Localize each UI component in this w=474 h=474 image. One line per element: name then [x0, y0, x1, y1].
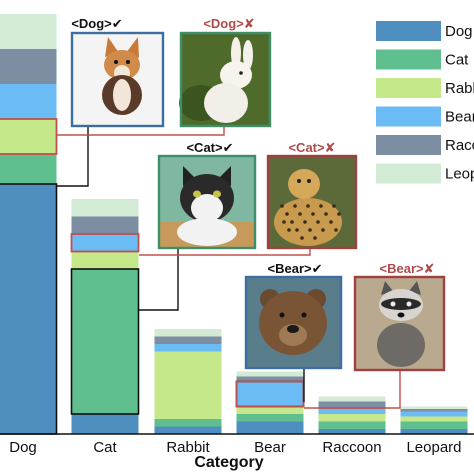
bar-raccoon-raccoon: [318, 401, 386, 409]
bar-cat-cat: [71, 269, 139, 414]
bar-raccoon-leopard: [318, 396, 386, 402]
bar-leopard-leopard: [400, 406, 468, 409]
outline-cat: [70, 268, 140, 415]
legend-label-raccoon: Racc: [445, 137, 474, 154]
bar-dog-cat: [0, 154, 57, 184]
bar-bear-cat: [236, 414, 304, 422]
legend-label-rabbit: Rabb: [445, 80, 474, 97]
bar-rabbit-dog: [154, 426, 222, 434]
legend-label-leopard: Leop: [445, 166, 474, 183]
bar-leopard-raccoon: [400, 409, 468, 412]
x-tick-raccoon: Raccoon: [322, 439, 381, 456]
x-tick-dog: Dog: [9, 439, 37, 456]
bar-raccoon-cat: [318, 421, 386, 429]
bar-raccoon-bear: [318, 409, 386, 414]
bar-leopard-cat: [400, 421, 468, 429]
bar-cat-raccoon: [71, 216, 139, 234]
bar-leopard-rabbit: [400, 416, 468, 422]
corgi-photo: [70, 31, 165, 128]
bar-bear-dog: [236, 421, 304, 434]
bar-rabbit-cat: [154, 419, 222, 427]
cheetah-photo: [266, 154, 358, 250]
bar-rabbit-raccoon: [154, 336, 222, 344]
link-bear-wrong: [304, 370, 401, 409]
raccoon-photo: [353, 275, 446, 372]
bar-dog-rabbit: [0, 119, 57, 154]
bar-rabbit-rabbit: [154, 351, 222, 419]
connector-lines: [57, 125, 401, 409]
tag-dog-true: <Dog>✔: [71, 16, 122, 31]
legend-label-dog: Dog: [445, 23, 473, 40]
x-tick-rabbit: Rabbit: [166, 439, 210, 456]
tag-cat-true: <Cat>✔: [186, 140, 233, 155]
bar-bear-bear: [236, 381, 304, 407]
bar-raccoon-rabbit: [318, 414, 386, 422]
bar-rabbit-leopard: [154, 329, 222, 337]
bar-rabbit-bear: [154, 344, 222, 352]
tag-bear-true: <Bear>✔: [268, 261, 323, 276]
legend-swatch-cat: [376, 49, 441, 70]
legend: DogCatRabbBearRaccLeop: [376, 21, 474, 184]
bear-photo: [244, 275, 343, 370]
bar-dog-bear: [0, 84, 57, 119]
x-tick-labels: Dog Cat Rabbit Bear Raccoon Leopard: [9, 439, 461, 456]
legend-swatch-dog: [376, 21, 441, 41]
bar-dog-dog: [0, 184, 57, 434]
bar-leopard-bear: [400, 411, 468, 417]
x-tick-leopard: Leopard: [406, 439, 461, 456]
bar-leopard-dog: [400, 429, 468, 434]
bar-cat-bear: [71, 234, 139, 252]
highlight-dog: [0, 118, 58, 155]
cat-photo: [157, 154, 257, 250]
legend-label-bear: Bear: [445, 109, 474, 126]
sample-photos: [70, 31, 446, 372]
link-cat-wrong: [139, 248, 311, 256]
tag-dog-false: <Dog>✘: [203, 16, 254, 31]
legend-swatch-rabbit: [376, 78, 441, 98]
x-tick-cat: Cat: [93, 439, 117, 456]
bar-cat-rabbit: [71, 251, 139, 269]
tag-bear-false: <Bear>✘: [380, 261, 435, 276]
x-tick-bear: Bear: [254, 439, 286, 456]
bar-segments: [0, 14, 468, 435]
highlight-cat: [70, 233, 140, 253]
tag-cat-false: <Cat>✘: [288, 140, 335, 155]
rabbit-photo: [179, 31, 272, 128]
legend-swatch-bear: [376, 106, 441, 127]
link-dog-correct: [57, 126, 89, 187]
bar-cat-leopard: [71, 199, 139, 217]
bar-cat-dog: [71, 414, 139, 434]
legend-swatch-leopard: [376, 163, 441, 184]
link-dog-wrong: [57, 125, 225, 136]
legend-swatch-raccoon: [376, 135, 441, 155]
bar-bear-rabbit: [236, 406, 304, 414]
bar-bear-raccoon: [236, 376, 304, 382]
bar-raccoon-dog: [318, 429, 386, 434]
link-cat-correct: [139, 248, 179, 311]
legend-label-cat: Cat: [445, 52, 469, 69]
bar-dog-leopard: [0, 14, 57, 49]
x-axis-title: Category: [194, 454, 263, 471]
bar-bear-leopard: [236, 371, 304, 377]
bar-dog-raccoon: [0, 49, 57, 84]
